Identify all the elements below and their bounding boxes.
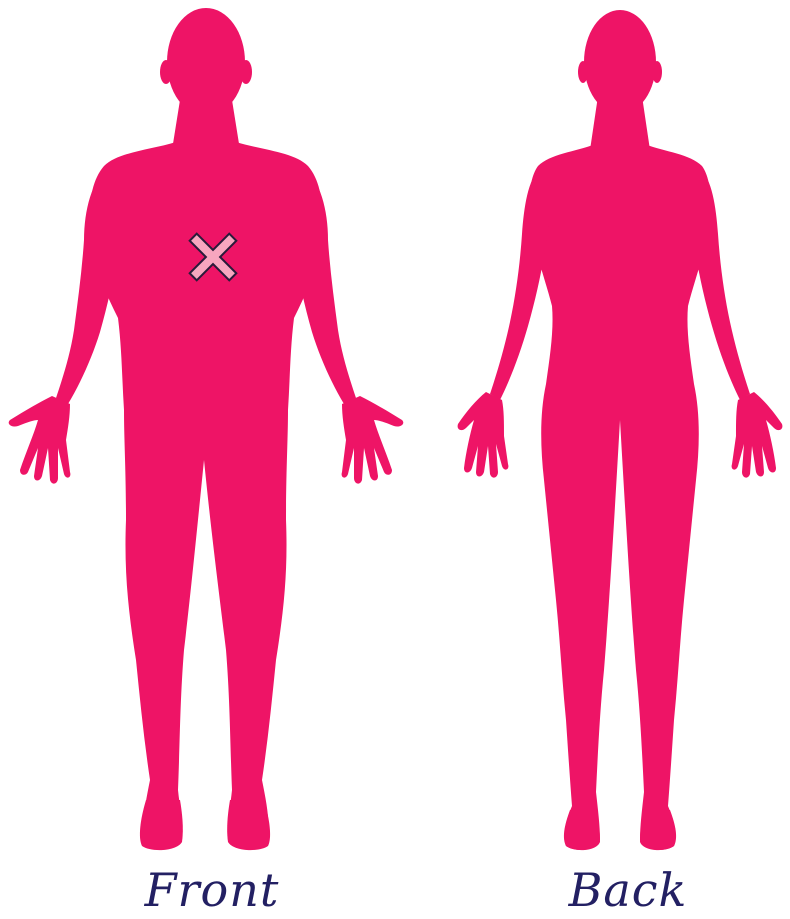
back-hand-left: [458, 392, 509, 478]
front-foot-right: [227, 800, 270, 850]
back-arm-left: [490, 168, 551, 400]
front-hand-right: [342, 396, 404, 484]
back-foot-right: [640, 808, 676, 850]
front-ear-right: [240, 60, 252, 84]
back-body-silhouette: [458, 10, 783, 850]
front-ear-left: [160, 60, 172, 84]
back-arm-right: [689, 168, 750, 400]
back-label: Back: [498, 862, 758, 918]
back-hand-right: [732, 392, 783, 478]
back-ear-right: [652, 61, 662, 83]
front-body-silhouette: [9, 8, 404, 850]
back-torso-and-legs: [530, 144, 711, 850]
front-hand-left: [9, 396, 71, 484]
front-head: [167, 8, 245, 116]
front-label: Front: [82, 862, 342, 918]
front-foot-left: [140, 800, 183, 850]
back-foot-left: [564, 808, 600, 850]
back-ear-left: [578, 61, 588, 83]
back-neck: [590, 96, 650, 150]
